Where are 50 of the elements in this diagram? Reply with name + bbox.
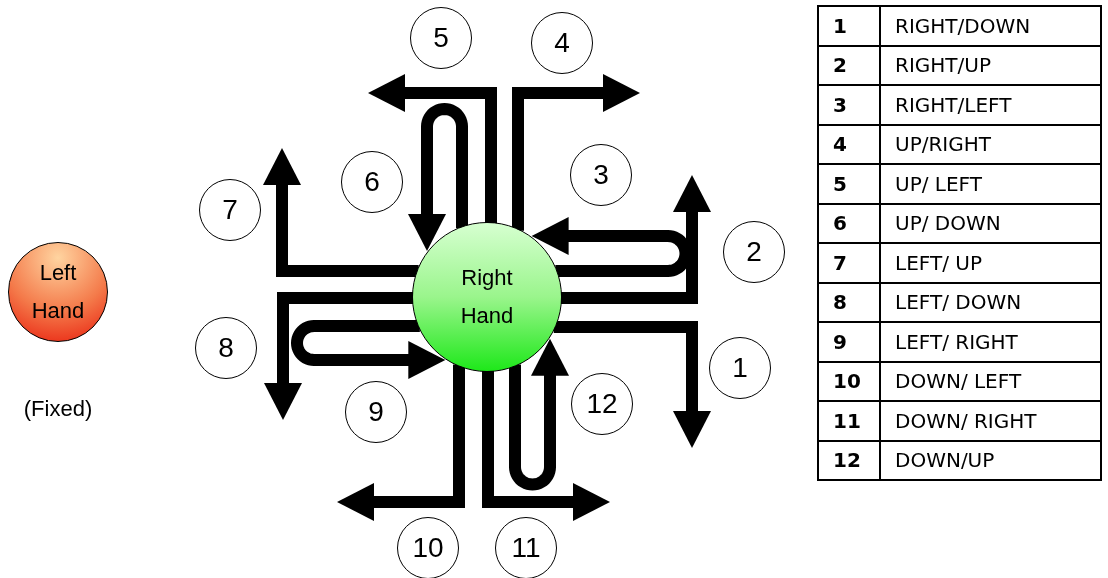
callout-number: 6 xyxy=(341,151,403,213)
direction-text: LEFT/ DOWN xyxy=(895,290,1022,315)
callout-number: 12 xyxy=(571,373,633,435)
callout-number: 9 xyxy=(345,381,407,443)
callout-number: 10 xyxy=(397,517,459,578)
hand-label: Left Hand xyxy=(30,258,86,325)
note-label: (Fixed) xyxy=(22,396,94,422)
direction-text: DOWN/ RIGHT xyxy=(895,408,1037,433)
callout-number: 2 xyxy=(723,221,785,283)
direction-text: LEFT/ UP xyxy=(895,250,982,275)
arrow xyxy=(263,148,419,277)
row-number: 2 xyxy=(833,53,847,78)
arrow xyxy=(560,175,711,304)
row-number: 5 xyxy=(833,171,847,196)
row-number: 10 xyxy=(833,369,861,394)
direction-text: UP/ LEFT xyxy=(895,171,982,196)
arrow xyxy=(512,74,640,231)
callout-number: 3 xyxy=(570,144,632,206)
row-number: 11 xyxy=(833,408,861,433)
callout-number: 4 xyxy=(531,12,593,74)
direction-text: DOWN/ LEFT xyxy=(895,369,1022,394)
direction-text: UP/ DOWN xyxy=(895,211,1001,236)
row-number: 4 xyxy=(833,132,847,157)
row-number: 3 xyxy=(833,92,847,117)
row-number: 12 xyxy=(833,448,861,473)
arrow xyxy=(337,364,465,521)
row-number: 8 xyxy=(833,290,847,315)
direction-text: UP/RIGHT xyxy=(895,132,991,157)
callout-number: 7 xyxy=(199,179,261,241)
row-number: 9 xyxy=(833,329,847,354)
arrow xyxy=(509,338,569,491)
callout-number: 5 xyxy=(410,7,472,69)
row-number: 6 xyxy=(833,211,847,236)
arrow xyxy=(291,320,446,379)
direction-text: RIGHT/LEFT xyxy=(895,92,1012,117)
arrow xyxy=(553,321,711,448)
direction-text: RIGHT/UP xyxy=(895,53,991,78)
direction-text: DOWN/UP xyxy=(895,448,995,473)
direction-text: RIGHT/DOWN xyxy=(895,13,1031,38)
callout-number: 11 xyxy=(495,517,557,578)
arrow xyxy=(482,370,610,521)
hand-label: Right Hand xyxy=(459,263,515,330)
arrow xyxy=(408,103,468,251)
row-number: 7 xyxy=(833,250,847,275)
callout-number: 8 xyxy=(195,317,257,379)
arrow xyxy=(264,292,414,420)
callout-number: 1 xyxy=(709,337,771,399)
row-number: 1 xyxy=(833,13,847,38)
arrow xyxy=(368,74,497,225)
direction-text: LEFT/ RIGHT xyxy=(895,329,1018,354)
